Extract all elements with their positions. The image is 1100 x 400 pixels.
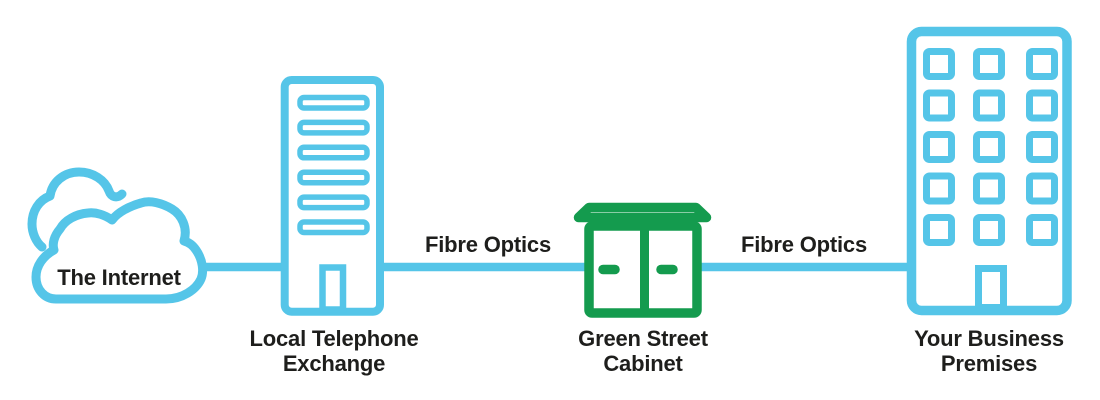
cabinet-roof	[573, 202, 712, 223]
premises-label-line2: Premises	[940, 351, 1038, 376]
premises-window	[923, 214, 955, 246]
exchange-window	[297, 94, 370, 111]
fibre-optics-label-1: Fibre Optics	[425, 232, 551, 257]
internet-label: The Internet	[57, 265, 181, 290]
cloud-back-outline	[27, 167, 127, 252]
premises-window	[1026, 214, 1058, 246]
premises-window	[973, 89, 1005, 122]
cloud-front-outline	[31, 197, 208, 304]
exchange-building-icon	[280, 76, 385, 316]
exchange-door	[319, 264, 347, 313]
exchange-label-line2: Exchange	[282, 351, 386, 376]
exchange-label: Local Telephone Exchange	[250, 326, 419, 376]
cabinet-label-line2: Cabinet	[603, 351, 683, 376]
exchange-window	[297, 144, 370, 161]
exchange-windows	[297, 94, 370, 236]
cabinet-label: Green Street Cabinet	[578, 326, 708, 376]
premises-door	[975, 265, 1007, 311]
premises-window	[973, 131, 1005, 163]
premises-label: Your Business Premises	[914, 326, 1064, 376]
premises-window	[1026, 48, 1058, 80]
premises-window	[1026, 172, 1058, 205]
fibre-optics-label-2: Fibre Optics	[741, 232, 867, 257]
premises-window	[923, 89, 955, 122]
premises-window	[923, 172, 955, 205]
premises-window	[1026, 89, 1058, 122]
premises-windows	[923, 48, 1058, 246]
premises-window	[973, 48, 1005, 80]
cabinet-label-line1: Green Street	[578, 326, 708, 351]
premises-building-icon	[906, 26, 1072, 316]
exchange-window	[297, 169, 370, 186]
exchange-window	[297, 219, 370, 236]
premises-window	[923, 48, 955, 80]
premises-window	[973, 172, 1005, 205]
premises-window	[973, 214, 1005, 246]
internet-cloud-icon	[27, 167, 208, 304]
premises-window	[923, 131, 955, 163]
exchange-window	[297, 194, 370, 211]
exchange-label-line1: Local Telephone	[249, 326, 419, 351]
exchange-window	[297, 119, 370, 136]
premises-label-line1: Your Business	[914, 326, 1064, 351]
premises-window	[1026, 131, 1058, 163]
street-cabinet-icon	[573, 202, 712, 318]
